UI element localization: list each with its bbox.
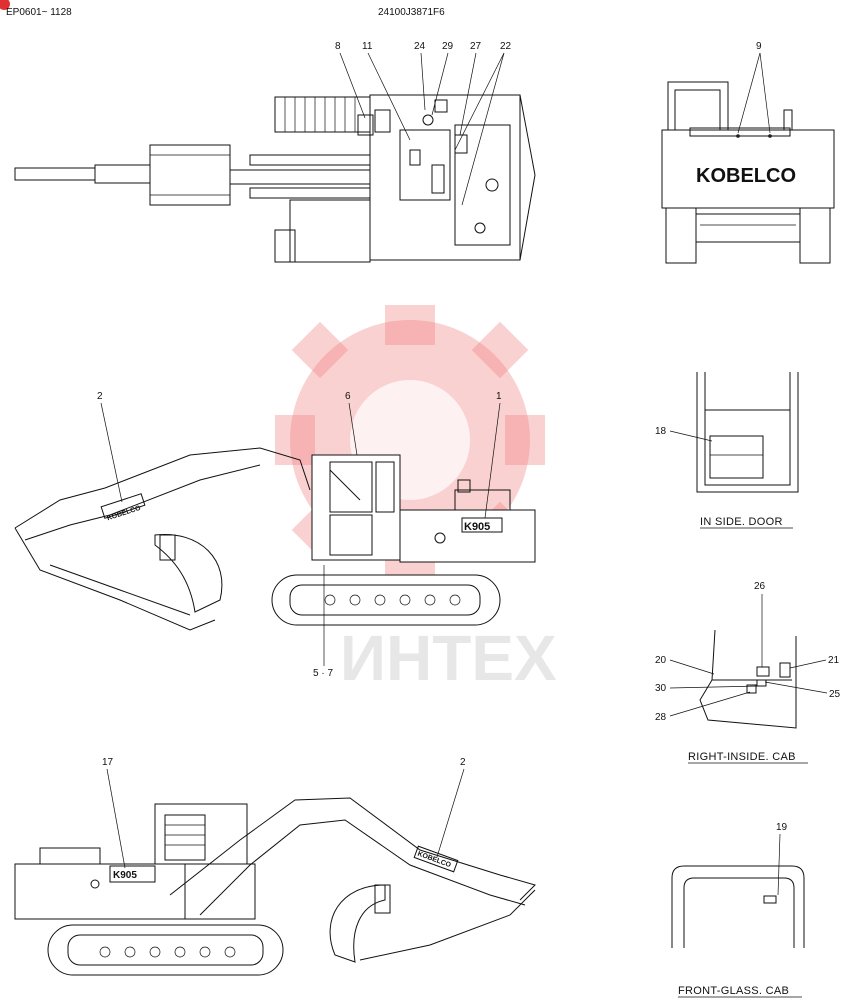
callout-25: 25 xyxy=(829,689,841,700)
serial-range: EP0601~ 1128 xyxy=(6,7,72,18)
callout-19: 19 xyxy=(776,822,788,833)
callout-17: 17 xyxy=(102,757,114,768)
part-number: 24100J3871F6 xyxy=(378,7,445,18)
front-glass-cab-caption: FRONT-GLASS. CAB xyxy=(678,985,789,997)
model-plate-right: K905 xyxy=(464,521,490,533)
callout-5-7: 5 · 7 xyxy=(313,668,333,679)
callout-9: 9 xyxy=(756,41,762,52)
right-inside-cab-drawing xyxy=(699,629,797,729)
watermark-text: ИНТЕХ xyxy=(340,622,557,694)
boom-kobelco-logo: KOBELCO xyxy=(106,505,142,523)
callout-21: 21 xyxy=(828,655,840,666)
front-glass-cab-drawing xyxy=(671,865,805,948)
side-view-right-callouts: 2 6 1 5 · 7 xyxy=(97,391,502,679)
right-inside-cab-caption: RIGHT-INSIDE. CAB xyxy=(688,751,796,763)
callout-29: 29 xyxy=(442,41,454,52)
callout-24: 24 xyxy=(414,41,426,52)
model-plate-left: K905 xyxy=(113,870,137,881)
inside-door-drawing xyxy=(696,372,799,493)
side-view-right-drawing: KOBELCO K905 xyxy=(14,447,536,631)
side-view-left-drawing: K905 KOBELCO xyxy=(14,797,536,976)
callout-26: 26 xyxy=(754,581,766,592)
callout-2-right: 2 xyxy=(97,391,103,402)
callout-22: 22 xyxy=(500,41,512,52)
callout-1: 1 xyxy=(496,391,502,402)
callout-30: 30 xyxy=(655,683,667,694)
rear-view-drawing: KOBELCO xyxy=(661,81,835,264)
corner-marker-icon xyxy=(0,0,10,10)
top-view-drawing xyxy=(14,94,536,263)
callout-11: 11 xyxy=(362,41,373,52)
top-view-callouts: 8 11 24 29 27 22 xyxy=(335,41,512,206)
callout-2-left: 2 xyxy=(460,757,466,768)
callout-8: 8 xyxy=(335,41,341,52)
callout-28: 28 xyxy=(655,712,667,723)
callout-20: 20 xyxy=(655,655,667,666)
callout-6: 6 xyxy=(345,391,351,402)
inside-door-caption: IN SIDE. DOOR xyxy=(700,516,783,528)
callout-27: 27 xyxy=(470,41,482,52)
rear-kobelco-logo: KOBELCO xyxy=(696,165,796,187)
callout-18: 18 xyxy=(655,426,667,437)
right-inside-cab-callouts: 26 20 21 30 25 28 xyxy=(655,581,841,723)
